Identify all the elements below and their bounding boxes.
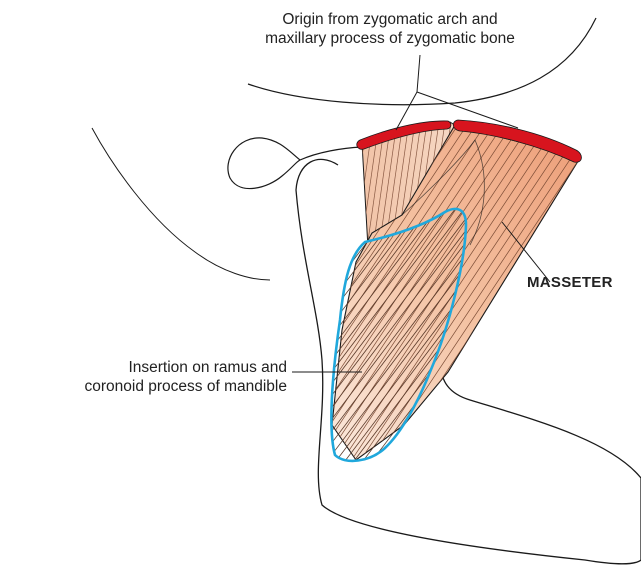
deep-muscle-fiber: [330, 115, 350, 255]
insertion-hatch-line: [125, 200, 345, 490]
insertion-hatch-line: [152, 200, 372, 490]
origin-leader-lines: [396, 55, 518, 130]
insertion-hatch-line: [80, 200, 300, 490]
origin-label: Origin from zygomatic arch and maxillary…: [230, 10, 550, 48]
insertion-label-line2: coronoid process of mandible: [0, 377, 287, 396]
deep-muscle-fiber: [336, 115, 356, 255]
condyle-outline: [228, 138, 362, 189]
origin-label-line2: maxillary process of zygomatic bone: [230, 29, 550, 48]
origin-label-line1: Origin from zygomatic arch and: [230, 10, 550, 29]
insertion-label-line1: Insertion on ramus and: [0, 358, 287, 377]
insertion-hatch-line: [107, 200, 327, 490]
insertion-label: Insertion on ramus and coronoid process …: [0, 358, 287, 396]
deep-muscle-fiber: [342, 115, 362, 255]
masseter-label: MASSETER: [527, 273, 613, 292]
insertion-hatch-line: [143, 200, 363, 490]
insertion-hatch-line: [98, 200, 318, 490]
superficial-muscle-fiber: [120, 110, 360, 470]
maxilla-outline: [92, 128, 270, 280]
insertion-hatch-line: [89, 200, 309, 490]
